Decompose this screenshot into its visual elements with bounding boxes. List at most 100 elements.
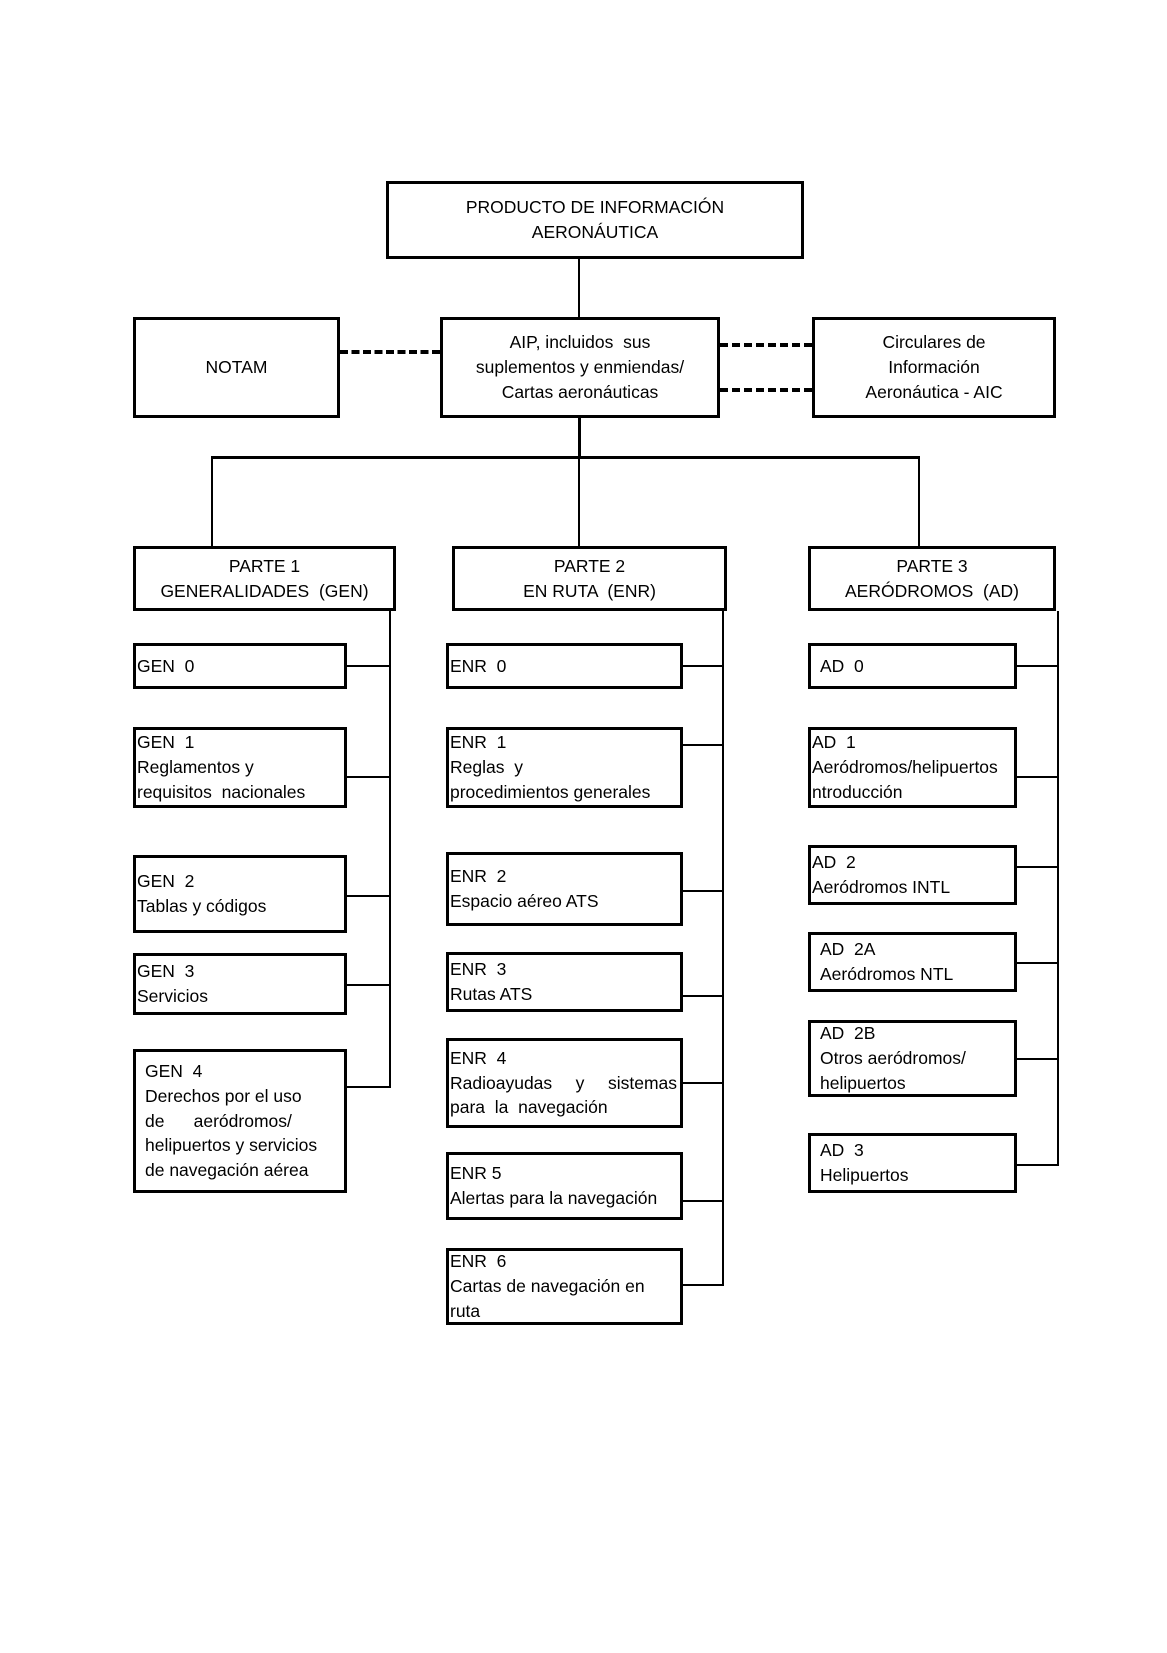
connector-ad-spine bbox=[1057, 611, 1059, 1166]
node-line: AIP, incluidos sus bbox=[509, 332, 651, 353]
node-aip: AIP, incluidos sus suplementos y enmiend… bbox=[440, 317, 720, 418]
node-line: GEN 3 bbox=[137, 961, 195, 982]
node-line: Espacio aéreo ATS bbox=[450, 891, 599, 911]
node-line: EN RUTA (ENR) bbox=[523, 580, 656, 601]
node-line: Radioayudas y sistemas bbox=[450, 1072, 677, 1093]
connector-ad-spine-to-ad3 bbox=[1017, 1164, 1059, 1166]
node-line: GEN 0 bbox=[137, 655, 195, 676]
node-ad-2: AD 2 Aeródromos INTL bbox=[808, 845, 1017, 905]
node-enr-6: ENR 6 Cartas de navegación en ruta bbox=[446, 1248, 683, 1325]
node-line: GENERALIDADES (GEN) bbox=[160, 580, 369, 601]
node-line: Información bbox=[888, 357, 980, 378]
connector-enr-4 bbox=[683, 1082, 724, 1084]
node-line: para la navegación bbox=[450, 1097, 608, 1118]
node-line: ruta bbox=[450, 1300, 481, 1321]
node-line: ENR 4 bbox=[450, 1047, 507, 1068]
node-enr-2: ENR 2 Espacio aéreo ATS bbox=[446, 852, 683, 926]
node-line: AD 1 bbox=[812, 732, 856, 753]
node-gen-2: GEN 2 Tablas y códigos bbox=[133, 855, 347, 933]
node-line: PRODUCTO DE INFORMACIÓN bbox=[465, 197, 725, 218]
node-line: requisitos nacionales bbox=[137, 781, 306, 802]
node-line: Cartas aeronáuticas bbox=[501, 381, 659, 402]
node-line: ENR 2 bbox=[450, 866, 507, 887]
node-line: GEN 2 bbox=[137, 871, 195, 892]
node-line: Aeródromos/helipuertos bbox=[812, 757, 998, 778]
node-line: Cartas de navegación en bbox=[450, 1276, 645, 1297]
connector-enr-5 bbox=[683, 1200, 724, 1202]
node-line: GEN 1 bbox=[137, 732, 195, 753]
node-line: NOTAM bbox=[205, 357, 268, 378]
node-line: Reglas y bbox=[450, 757, 523, 778]
node-line: Aeródromos NTL bbox=[820, 964, 954, 984]
node-ad-0: AD 0 bbox=[808, 643, 1017, 689]
node-line: PARTE 1 bbox=[228, 555, 301, 576]
node-line: Servicios bbox=[137, 986, 208, 1006]
node-line: de navegación aérea bbox=[145, 1160, 309, 1181]
connector-ad-2 bbox=[1017, 866, 1059, 868]
node-producto-informacion-aeronautica: PRODUCTO DE INFORMACIÓN AERONÁUTICA bbox=[386, 181, 804, 259]
node-line: Tablas y códigos bbox=[137, 896, 267, 916]
node-line: AD 2 bbox=[812, 852, 856, 873]
node-ad-1: AD 1 Aeródromos/helipuertos ntroducción bbox=[808, 727, 1017, 808]
node-parte-1-header: PARTE 1 GENERALIDADES (GEN) bbox=[133, 546, 396, 611]
node-line: Reglamentos y bbox=[137, 757, 254, 778]
connector-ad-0 bbox=[1017, 665, 1059, 667]
connector-bus-to-parte3 bbox=[918, 456, 920, 546]
connector-enr-2 bbox=[683, 890, 724, 892]
node-line: procedimientos generales bbox=[450, 781, 651, 802]
node-enr-5: ENR 5 Alertas para la navegación bbox=[446, 1152, 683, 1220]
node-line: Rutas ATS bbox=[450, 984, 533, 1004]
connector-ad-2a bbox=[1017, 962, 1059, 964]
node-line: PARTE 2 bbox=[553, 555, 626, 576]
connector-gen-spine bbox=[389, 611, 391, 1088]
connector-ad-2b bbox=[1017, 1058, 1059, 1060]
node-enr-3: ENR 3 Rutas ATS bbox=[446, 952, 683, 1012]
node-line: Otros aeródromos/ bbox=[820, 1048, 966, 1069]
node-line: helipuertos y servicios bbox=[145, 1135, 318, 1156]
connector-bus-to-parte2 bbox=[578, 456, 580, 546]
node-line: PARTE 3 bbox=[896, 555, 968, 576]
node-gen-0: GEN 0 bbox=[133, 643, 347, 689]
node-line: ENR 1 bbox=[450, 732, 507, 753]
node-line: AD 2B bbox=[820, 1023, 876, 1044]
node-parte-3-header: PARTE 3 AERÓDROMOS (AD) bbox=[808, 546, 1056, 611]
node-line: AERONÁUTICA bbox=[531, 222, 659, 242]
connector-gen-2 bbox=[347, 895, 391, 897]
node-line: Alertas para la navegación bbox=[450, 1188, 658, 1208]
node-line: ENR 0 bbox=[450, 655, 507, 676]
connector-enr-3 bbox=[683, 995, 724, 997]
connector-gen-1 bbox=[347, 776, 391, 778]
node-enr-4: ENR 4 Radioayudas y sistemas para la nav… bbox=[446, 1038, 683, 1128]
node-line: AD 3 bbox=[820, 1140, 864, 1161]
node-line: Aeronáutica - AIC bbox=[865, 381, 1003, 402]
node-line: Helipuertos bbox=[820, 1165, 909, 1185]
node-line: GEN 4 bbox=[145, 1060, 203, 1081]
connector-gen-spine-to-gen4 bbox=[347, 1086, 391, 1088]
node-line: ENR 5 bbox=[450, 1163, 502, 1184]
node-parte-2-header: PARTE 2 EN RUTA (ENR) bbox=[452, 546, 727, 611]
node-ad-3: AD 3 Helipuertos bbox=[808, 1133, 1017, 1193]
node-enr-0: ENR 0 bbox=[446, 643, 683, 689]
node-line: ENR 6 bbox=[450, 1251, 507, 1272]
connector-gen-0 bbox=[347, 665, 391, 667]
connector-parts-bus bbox=[211, 456, 920, 459]
node-line: Circulares de bbox=[882, 332, 986, 353]
node-ad-2b: AD 2B Otros aeródromos/ helipuertos bbox=[808, 1020, 1017, 1097]
node-enr-1: ENR 1 Reglas y procedimientos generales bbox=[446, 727, 683, 808]
node-line: suplementos y enmiendas/ bbox=[475, 357, 685, 378]
connector-aip-down bbox=[578, 418, 581, 458]
node-gen-3: GEN 3 Servicios bbox=[133, 953, 347, 1015]
dashed-connector-aip-aic-upper bbox=[720, 343, 812, 347]
node-gen-1: GEN 1 Reglamentos y requisitos nacionale… bbox=[133, 727, 347, 808]
dashed-connector-notam-aip bbox=[340, 350, 440, 354]
connector-enr-0 bbox=[683, 665, 724, 667]
connector-enr-1 bbox=[683, 744, 724, 746]
node-line: AD 0 bbox=[820, 655, 864, 676]
connector-gen-3 bbox=[347, 984, 391, 986]
node-notam: NOTAM bbox=[133, 317, 340, 418]
connector-ad-1 bbox=[1017, 776, 1059, 778]
connector-enr-spine-to-enr6 bbox=[683, 1284, 724, 1286]
connector-title-to-aip bbox=[578, 259, 580, 319]
node-line: ENR 3 bbox=[450, 959, 507, 980]
